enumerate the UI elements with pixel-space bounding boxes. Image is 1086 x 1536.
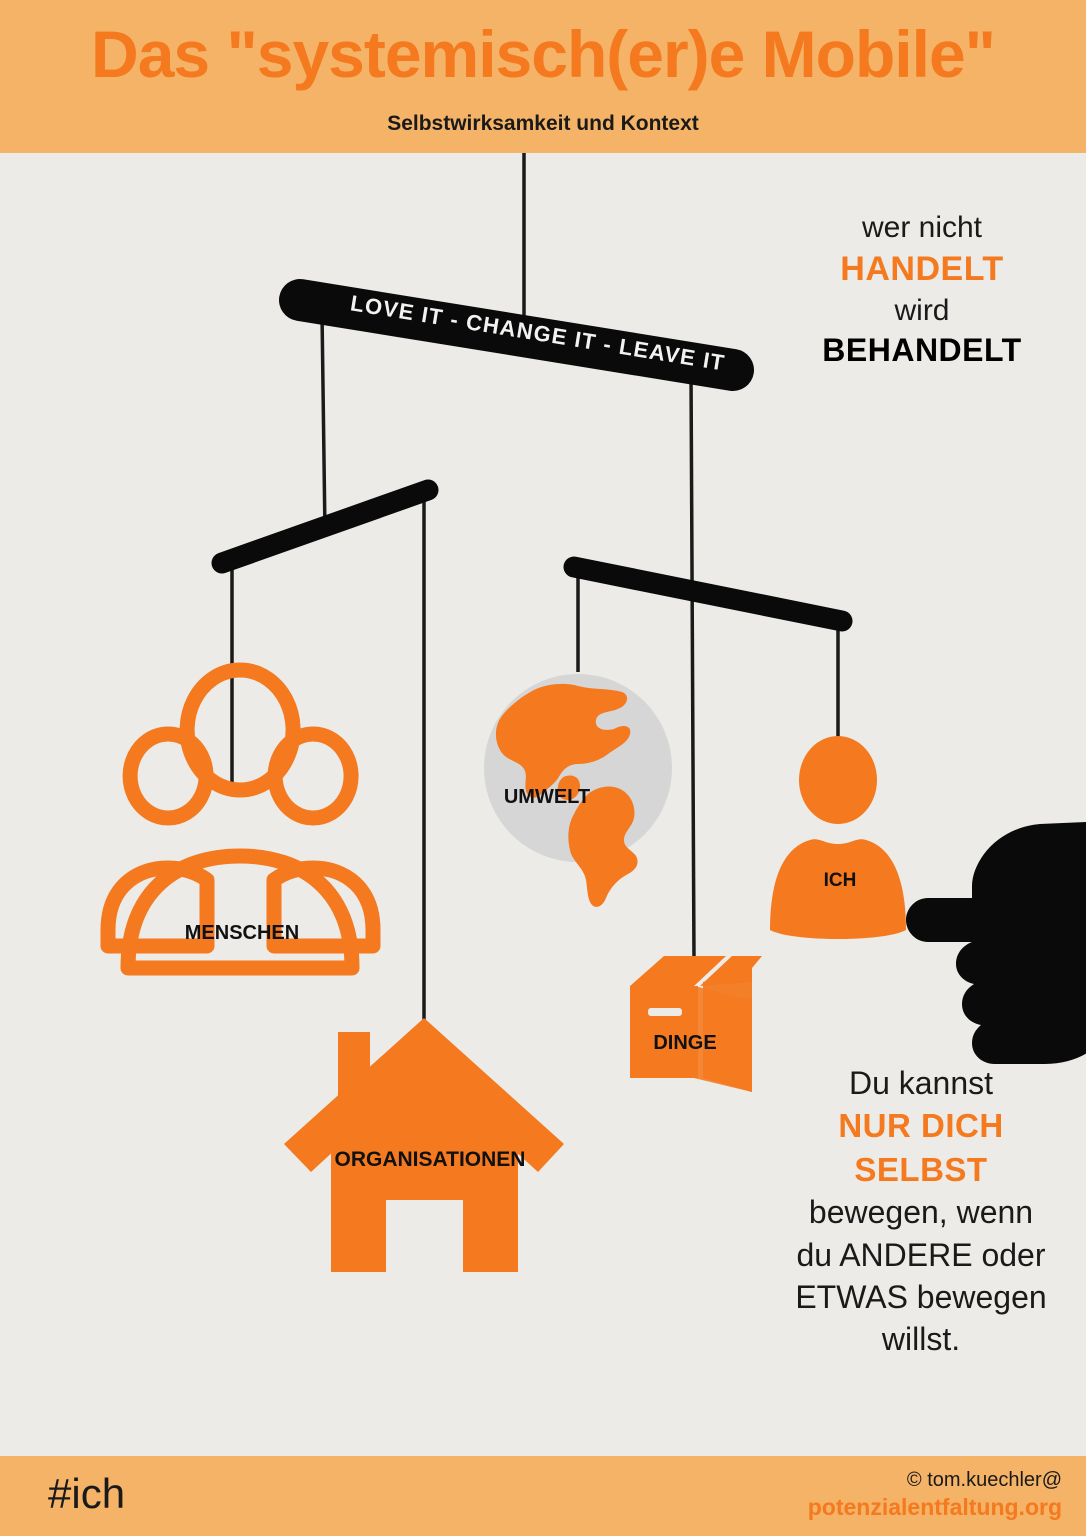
footer-email: tom.kuechler@ (927, 1469, 1062, 1491)
quote-handelt-line3: wird (894, 294, 950, 328)
quote-selbst-line2: NUR DICH (838, 1107, 1004, 1145)
quote-selbst-line1: Du kannst (848, 1065, 994, 1101)
mobile-left-sub-bar (211, 479, 439, 574)
quote-selbst-line7: willst. (881, 1321, 961, 1358)
box-icon (630, 956, 762, 1092)
quote-handelt: wer nicht HANDELT wird BEHANDELT (786, 208, 1058, 372)
string-topbar-right (689, 371, 696, 961)
quote-selbst: Du kannst NUR DICH SELBST bewegen, wenn … (776, 1062, 1066, 1360)
footer-credit: © tom.kuechler@ potenzialentfaltung.org (808, 1468, 1062, 1522)
label-organisationen: ORGANISATIONEN (334, 1148, 526, 1171)
house-icon (284, 1018, 564, 1272)
label-umwelt: UMWELT (503, 786, 591, 808)
header-banner: Das "systemisch(er)e Mobile" Selbstwirks… (0, 0, 1086, 153)
people-group-icon (100, 662, 381, 976)
mobile-right-sub-bar (563, 556, 853, 632)
copyright-icon: © (906, 1469, 922, 1491)
quote-selbst-line6: ETWAS bewegen (795, 1278, 1047, 1315)
quote-selbst-line5: du ANDERE oder (796, 1236, 1046, 1273)
label-dinge: DINGE (653, 1032, 717, 1054)
footer-banner: #ich © tom.kuechler@ potenzialentfaltung… (0, 1456, 1086, 1536)
footer-credit-line: © tom.kuechler@ (808, 1468, 1062, 1493)
quote-handelt-line2: HANDELT (840, 250, 1004, 288)
footer-website[interactable]: potenzialentfaltung.org (807, 1494, 1062, 1520)
pointing-hand-icon (906, 822, 1086, 1064)
quote-handelt-line4: BEHANDELT (822, 332, 1022, 369)
person-icon (770, 736, 906, 939)
globe-icon (484, 674, 672, 907)
mobile-top-bar: LOVE IT - CHANGE IT - LEAVE IT (279, 279, 754, 391)
quote-selbst-line4: bewegen, wenn (808, 1194, 1034, 1231)
label-ich: ICH (823, 870, 857, 891)
footer-hashtag: #ich (48, 1470, 126, 1517)
string-topbar-left (320, 312, 327, 534)
quote-selbst-line3: SELBST (854, 1150, 988, 1188)
quote-handelt-line1: wer nicht (861, 211, 983, 244)
label-menschen: MENSCHEN (184, 922, 300, 944)
page-subtitle: Selbstwirksamkeit und Kontext (387, 112, 699, 135)
page-title: Das "systemisch(er)e Mobile" (91, 17, 996, 91)
